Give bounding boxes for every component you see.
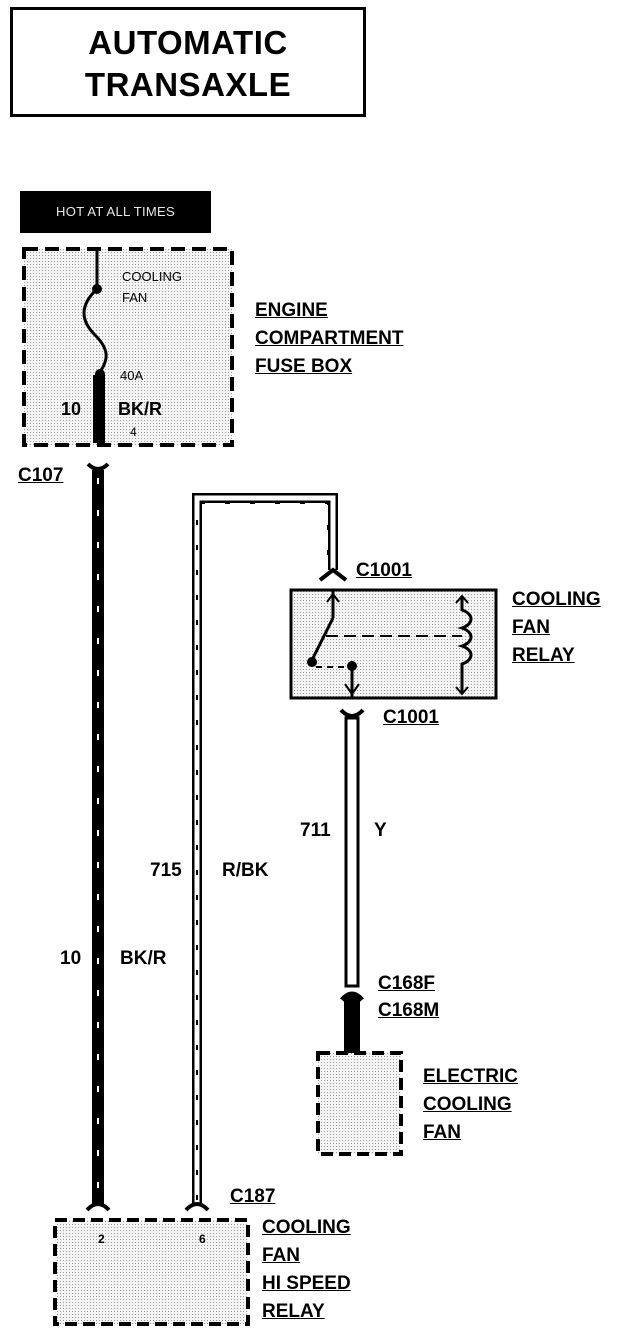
fan-name-line-2: COOLING: [423, 1094, 512, 1115]
relay-switch-blade: [310, 617, 335, 661]
fuse-output-wire: [93, 375, 105, 443]
fan-name-line-1: ELECTRIC: [423, 1066, 518, 1087]
cooling-fan-relay-name: COOLING FAN RELAY: [512, 586, 601, 670]
fuse-box-name-line-1: ENGINE: [255, 300, 328, 321]
c187-connector-pin6: [184, 1202, 210, 1212]
hi-speed-relay-box: [53, 1218, 250, 1326]
relay-name-line-3: RELAY: [512, 645, 575, 666]
main-wire-circuit: 10: [60, 948, 82, 969]
fuse-box-name-line-3: FUSE BOX: [255, 356, 353, 377]
connector-c1001-bottom-label: C1001: [383, 707, 439, 728]
main-wire-bk-r: [92, 470, 104, 1205]
c107-connector-symbol: [86, 462, 110, 471]
hi-speed-relay-name: COOLING FAN HI SPEED RELAY: [262, 1214, 351, 1326]
relay-switch-pivot: [307, 657, 317, 667]
connector-c107-label: C107: [18, 465, 64, 486]
relay-coil: [457, 596, 473, 694]
hi-relay-name-line-4: RELAY: [262, 1301, 325, 1322]
connector-c1001-top-label: C1001: [356, 560, 412, 581]
electric-cooling-fan-name: ELECTRIC COOLING FAN: [423, 1063, 518, 1147]
c187-connector-pin2: [85, 1202, 111, 1212]
hi-relay-name-line-1: COOLING: [262, 1217, 351, 1238]
hot-at-all-times-bar: HOT AT ALL TIMES: [20, 191, 211, 233]
fuse-name-line-2: FAN: [122, 290, 148, 305]
connector-c187-label: C187: [230, 1186, 276, 1207]
hi-relay-name-line-2: FAN: [262, 1245, 300, 1266]
c168-connector-body: [344, 995, 360, 1053]
wire-711-circuit: 711: [300, 820, 331, 841]
wire-711-y: [344, 716, 360, 988]
fan-name-line-3: FAN: [423, 1122, 461, 1143]
relay-arrow-top: [326, 592, 340, 603]
connector-c168m-label: C168M: [378, 1000, 440, 1021]
wire-715-color: R/BK: [222, 860, 269, 881]
connector-c168f-label: C168F: [378, 973, 436, 994]
hi-relay-pin-b: 6: [199, 1232, 206, 1246]
wire-715-circuit: 715: [150, 860, 182, 881]
hi-relay-pin-a: 2: [98, 1232, 105, 1246]
fuse-wire-gauge: 10: [61, 399, 82, 419]
relay-coil-arrows: [455, 594, 469, 696]
fuse-element: [82, 287, 108, 373]
fuse-pin-number: 4: [130, 425, 137, 439]
wire-715-core: [194, 495, 336, 1205]
c1001-top-connector-symbol: [318, 567, 348, 582]
title-line-2: TRANSAXLE: [84, 66, 292, 103]
relay-name-line-2: FAN: [512, 617, 550, 638]
hi-relay-name-line-3: HI SPEED: [262, 1273, 351, 1294]
fuse-box-name: ENGINE COMPARTMENT FUSE BOX: [255, 297, 403, 381]
fuse-box-name-line-2: COMPARTMENT: [255, 328, 404, 349]
electric-cooling-fan-box: [316, 1051, 403, 1156]
relay-name-line-1: COOLING: [512, 589, 601, 610]
fuse-box-outline: [22, 247, 234, 447]
title-box: AUTOMATIC TRANSAXLE: [10, 7, 366, 117]
c1001-bottom-connector-symbol: [339, 708, 365, 718]
wire-711-color: Y: [374, 820, 387, 841]
fuse-rating: 40A: [120, 368, 144, 383]
title-line-1: AUTOMATIC: [88, 24, 288, 61]
c168-connector-symbol: [340, 991, 364, 1002]
fuse-name-line-1: COOLING: [122, 269, 182, 284]
fuse-wire-color: BK/R: [118, 399, 162, 419]
main-wire-color: BK/R: [120, 948, 167, 969]
relay-arrow-bottom: [344, 683, 360, 696]
